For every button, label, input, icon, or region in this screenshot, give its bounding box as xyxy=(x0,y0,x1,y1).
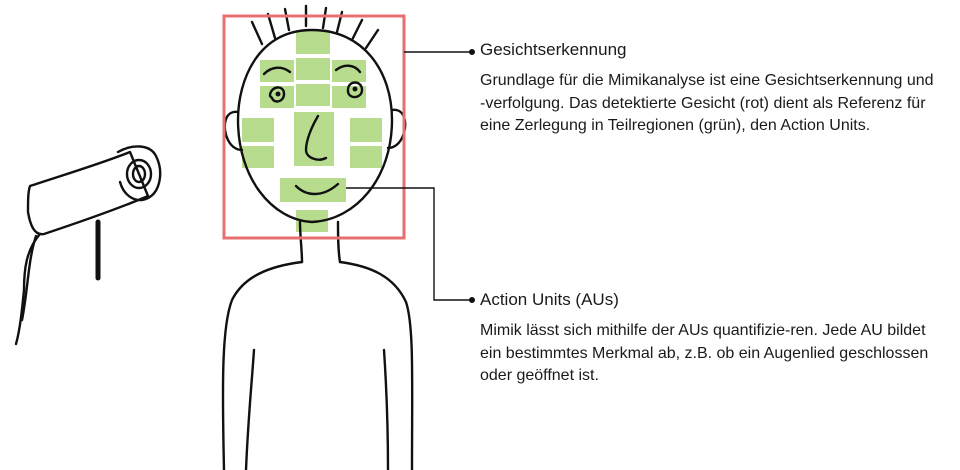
neck-right xyxy=(336,220,342,264)
action-unit-patch xyxy=(242,118,274,142)
action-unit-patch xyxy=(242,146,274,168)
action-unit-patch xyxy=(260,86,294,108)
face-sketch xyxy=(221,4,414,470)
left-eyebrow xyxy=(262,66,292,76)
camera-cable xyxy=(14,232,42,346)
nose xyxy=(304,114,328,161)
camera-lens-inner xyxy=(131,164,147,184)
arm-right xyxy=(382,348,390,470)
arm-left xyxy=(244,348,256,470)
left-ear xyxy=(223,110,244,152)
shoulder-right xyxy=(338,260,414,470)
camera-icon xyxy=(14,145,162,346)
right-eye xyxy=(346,81,364,99)
callout-face-detection: Gesichtserkennung Grundlage für die Mimi… xyxy=(480,40,940,138)
face-detection-box xyxy=(222,14,406,240)
action-unit-patch xyxy=(280,178,346,202)
shoulder-left xyxy=(221,260,304,470)
mouth xyxy=(294,182,340,196)
callout-action-units: Action Units (AUs) Mimik lässt sich mith… xyxy=(480,290,940,388)
callout-title: Action Units (AUs) xyxy=(480,290,619,309)
action-unit-patch xyxy=(296,30,330,54)
callout-title: Gesichtserkennung xyxy=(480,40,627,59)
left-eye xyxy=(268,86,286,103)
left-pupil xyxy=(275,91,281,97)
action-unit-patch xyxy=(296,84,330,106)
callout-body: Mimik lässt sich mithilfe der AUs quanti… xyxy=(480,322,929,384)
connector-action-units xyxy=(346,187,472,301)
action-unit-patch xyxy=(350,118,382,142)
right-pupil xyxy=(352,86,358,92)
head-outline xyxy=(236,28,394,224)
action-unit-patch xyxy=(332,86,366,108)
connector-dot-face xyxy=(469,49,475,55)
action-unit-regions xyxy=(242,30,382,232)
action-unit-patch xyxy=(260,60,294,82)
connector-dot-au xyxy=(469,297,475,303)
callout-body: Grundlage für die Mimikanalyse ist eine … xyxy=(480,72,934,134)
camera-body xyxy=(26,150,150,236)
action-unit-patch xyxy=(350,146,382,168)
connectors xyxy=(346,49,475,303)
action-unit-patch xyxy=(332,60,366,82)
neck-left xyxy=(298,220,304,264)
action-unit-patch xyxy=(296,58,330,80)
camera-cable-2 xyxy=(20,234,38,322)
right-ear xyxy=(386,108,407,150)
right-eyebrow xyxy=(334,64,362,74)
camera-lens xyxy=(125,158,153,190)
camera-front xyxy=(116,145,162,202)
